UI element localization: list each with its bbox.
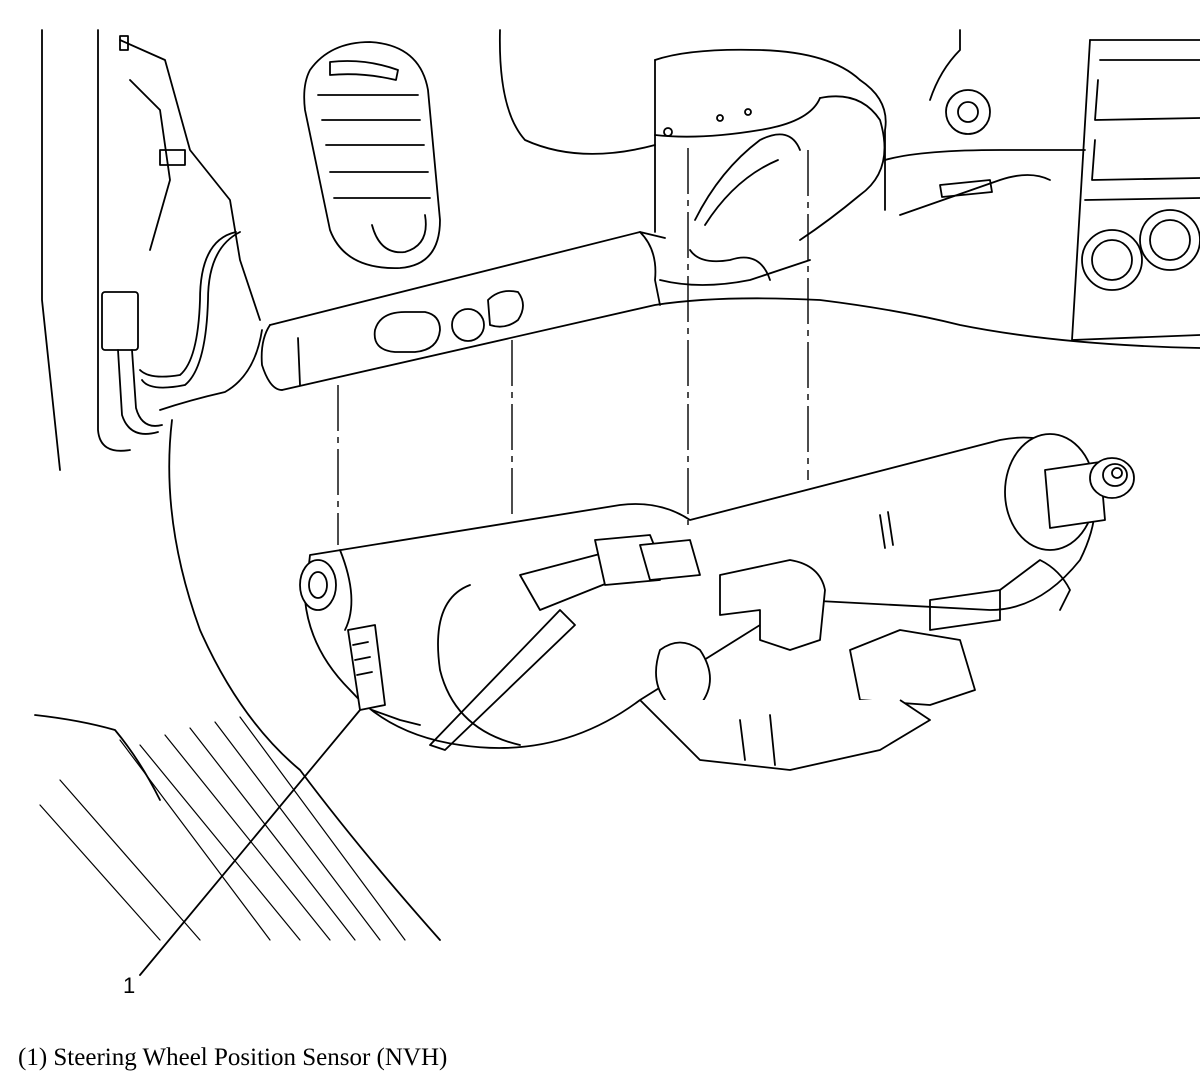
wiring-harness: [101, 231, 263, 435]
steering-wheel-position-sensor: [347, 624, 421, 726]
callout-1: 1: [123, 709, 361, 998]
steering-column: [299, 436, 1096, 771]
alignment-lines: [337, 148, 809, 545]
callout-number: 1: [123, 973, 135, 998]
knee-bolster-bar: [260, 231, 1200, 391]
steering-shaft-end: [1004, 433, 1135, 551]
center-stack: [1071, 39, 1200, 341]
figure-caption: (1) Steering Wheel Position Sensor (NVH): [18, 1044, 448, 1071]
door-trim-panel: [41, 29, 261, 471]
kick-panel-and-floor: [34, 419, 441, 941]
steering-column-diagram: 1: [34, 29, 1200, 998]
instrument-panel: [498, 29, 1086, 241]
air-vent-left: [303, 41, 441, 269]
